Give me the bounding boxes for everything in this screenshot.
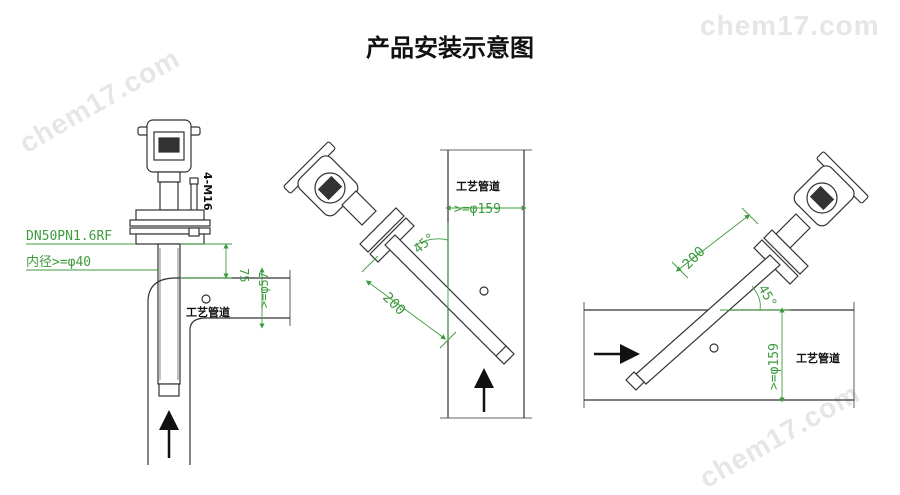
installation-diagram: DN50PN1.6RF 内径>=φ40 75 >=φ57 4-M16 工艺管道 <box>26 119 869 465</box>
watermark-top-right: chem17.com <box>700 10 880 41</box>
process-pipe-label-1: 工艺管道 <box>186 305 230 319</box>
dim-159-label-3: >=φ159 <box>767 343 782 390</box>
bolt-icon <box>188 177 200 237</box>
dim-159-label-2: >=φ159 <box>454 202 501 217</box>
angle-label-3: 45° <box>755 283 780 311</box>
figure-vertical-dimensions <box>26 243 265 329</box>
page-title: 产品安装示意图 <box>366 34 534 62</box>
figure-angled-vertical-dimensions <box>361 205 527 349</box>
angle-label-2: 45° <box>411 230 439 257</box>
dim-200-label-3: 200 <box>680 244 709 273</box>
figure-angled-horizontal-pipe <box>583 151 869 408</box>
process-pipe-label-3: 工艺管道 <box>796 351 840 365</box>
figure-angled-vertical-pipe <box>283 141 532 419</box>
figure-vertical-install <box>129 119 291 465</box>
figure-angled-horizontal-dimensions <box>671 207 790 403</box>
dim-75-label: 75 <box>237 268 251 282</box>
process-pipe-label-2: 工艺管道 <box>456 179 500 193</box>
transmitter-head-icon <box>793 151 869 227</box>
bolt-label: 4-M16 <box>201 172 214 211</box>
flange-spec-label: DN50PN1.6RF <box>26 229 112 244</box>
transmitter-head-icon <box>283 141 359 217</box>
transmitter-head-icon <box>137 119 201 183</box>
dim-57-label: >=φ57 <box>257 272 271 308</box>
inner-diameter-label: 内径>=φ40 <box>26 254 91 270</box>
